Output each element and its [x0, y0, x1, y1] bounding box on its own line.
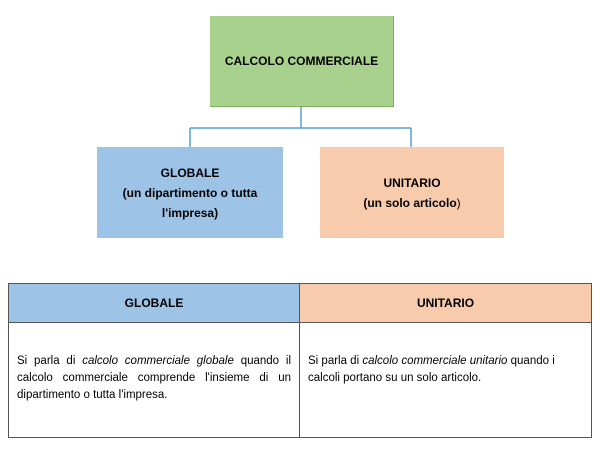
- globale-text-italic: calcolo commerciale globale: [82, 355, 234, 367]
- globale-description-text: Si parla di calcolo commerciale globale …: [9, 323, 299, 404]
- root-node-label: CALCOLO COMMERCIALE: [224, 54, 379, 68]
- unitario-text-italic: calcolo commerciale unitario: [362, 355, 508, 367]
- globale-node-title: GLOBALE: [160, 165, 220, 180]
- cell-unitario-description: Si parla di calcolo commerciale unitario…: [299, 322, 592, 438]
- child-node-globale: GLOBALE (un dipartimento o tutta l'impre…: [97, 147, 283, 238]
- globale-node-subtitle: (un dipartimento o tutta l'impresa): [122, 185, 258, 220]
- unitario-node-title: UNITARIO: [383, 175, 441, 190]
- unitario-subtitle-close: ): [456, 195, 461, 210]
- root-node-calcolo-commerciale: CALCOLO COMMERCIALE: [210, 16, 394, 107]
- unitario-text-suffix: quando i calcoli portano su un solo arti…: [308, 355, 555, 384]
- unitario-description-text: Si parla di calcolo commerciale unitario…: [300, 323, 591, 387]
- comparison-table: GLOBALE UNITARIO Si parla di calcolo com…: [8, 283, 592, 438]
- header-globale: GLOBALE: [8, 283, 300, 323]
- header-unitario: UNITARIO: [299, 283, 592, 323]
- table-row: Si parla di calcolo commerciale globale …: [8, 322, 592, 438]
- unitario-node-subtitle: (un solo articolo): [363, 193, 460, 213]
- globale-text-prefix: Si parla di: [17, 355, 83, 367]
- unitario-text-prefix: Si parla di: [308, 355, 363, 367]
- child-node-unitario: UNITARIO (un solo articolo): [320, 147, 504, 238]
- cell-globale-description: Si parla di calcolo commerciale globale …: [8, 322, 300, 438]
- table-header-row: GLOBALE UNITARIO: [8, 283, 592, 323]
- globale-text-suffix: quando il calcolo commerciale comprende …: [17, 355, 291, 401]
- unitario-subtitle-main: (un solo articolo: [363, 195, 457, 210]
